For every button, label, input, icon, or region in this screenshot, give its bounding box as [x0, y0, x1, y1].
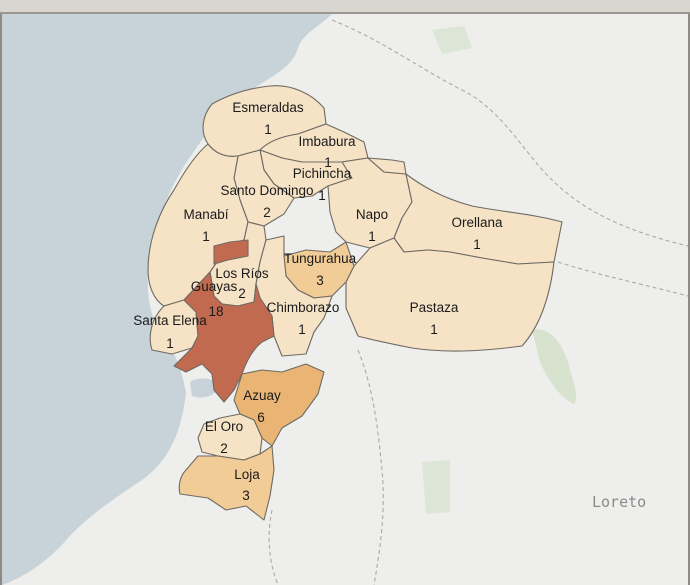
- map-frame[interactable]: Esmeraldas 1 Imbabura 1 Pichincha 1 Sant…: [0, 14, 690, 585]
- province-name-santa-elena: Santa Elena: [133, 313, 207, 328]
- province-name-pichincha: Pichincha: [293, 166, 352, 181]
- window-top-bar: [0, 0, 690, 14]
- province-count-los-rios: 2: [238, 286, 246, 301]
- province-count-tungurahua: 3: [316, 273, 324, 288]
- international-borders: [268, 19, 688, 585]
- province-name-napo: Napo: [356, 207, 388, 222]
- province-labels: Esmeraldas 1 Imbabura 1 Pichincha 1 Sant…: [133, 100, 503, 503]
- province-name-el-oro: El Oro: [205, 419, 243, 434]
- province-count-imbabura: 1: [324, 155, 332, 170]
- province-name-chimborazo: Chimborazo: [267, 300, 340, 315]
- province-name-los-rios: Los Ríos: [215, 266, 269, 281]
- province-count-napo: 1: [368, 229, 376, 244]
- province-pastaza[interactable]: [345, 237, 555, 352]
- province-name-imbabura: Imbabura: [298, 134, 356, 149]
- province-name-santo-domingo: Santo Domingo: [220, 183, 313, 198]
- gulf-island: [190, 378, 220, 398]
- province-name-orellana: Orellana: [451, 215, 503, 230]
- province-count-el-oro: 2: [220, 441, 228, 456]
- province-count-azuay: 6: [257, 410, 265, 425]
- province-name-esmeraldas: Esmeraldas: [232, 100, 304, 115]
- province-map[interactable]: Esmeraldas 1 Imbabura 1 Pichincha 1 Sant…: [2, 14, 688, 585]
- province-name-loja: Loja: [234, 467, 260, 482]
- province-count-pichincha: 1: [318, 188, 326, 203]
- province-count-guayas: 18: [208, 304, 223, 319]
- province-count-chimborazo: 1: [298, 322, 306, 337]
- province-count-loja: 3: [242, 488, 250, 503]
- province-count-orellana: 1: [473, 237, 481, 252]
- reserve-area-3: [432, 26, 472, 54]
- province-name-manabi: Manabí: [183, 207, 228, 222]
- province-count-santo-domingo: 2: [263, 205, 271, 220]
- province-count-santa-elena: 1: [166, 336, 174, 351]
- province-name-tungurahua: Tungurahua: [284, 251, 357, 266]
- province-name-pastaza: Pastaza: [410, 300, 459, 315]
- province-count-esmeraldas: 1: [264, 122, 272, 137]
- province-count-manabi: 1: [202, 229, 210, 244]
- province-layer[interactable]: [147, 85, 563, 521]
- province-count-pastaza: 1: [430, 322, 438, 337]
- reserve-area-1: [532, 329, 577, 404]
- loreto-background-label: Loreto: [592, 493, 646, 511]
- province-guayas[interactable]: [173, 239, 275, 403]
- province-loja[interactable]: [178, 445, 275, 521]
- province-manabi[interactable]: [147, 143, 249, 307]
- pacific-ocean: [2, 14, 332, 585]
- province-name-azuay: Azuay: [243, 388, 281, 403]
- reserve-area-2: [422, 460, 450, 514]
- province-name-guayas: Guayas: [191, 279, 238, 294]
